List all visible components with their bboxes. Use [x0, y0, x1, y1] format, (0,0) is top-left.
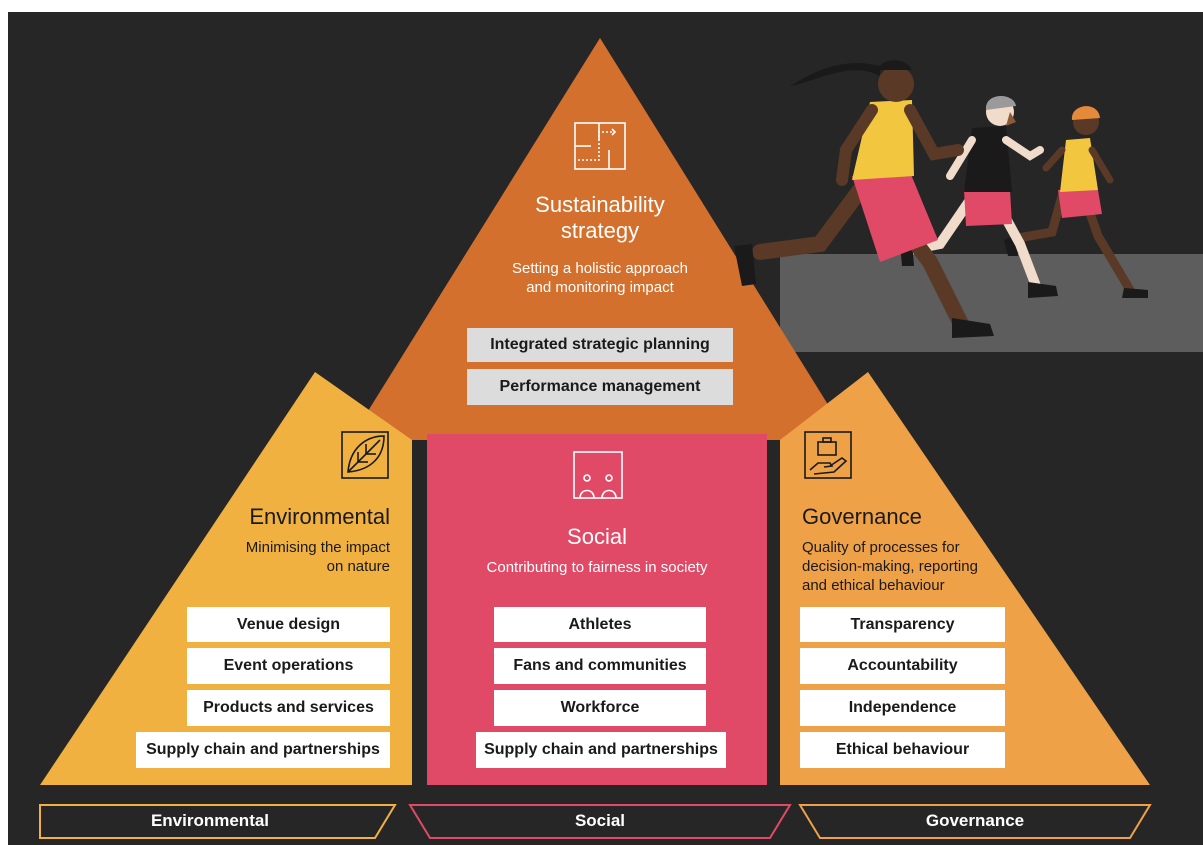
governance-title: Governance: [802, 504, 922, 529]
top-subtitle-line1: Setting a holistic approach: [512, 260, 688, 277]
environmental-title: Environmental: [249, 504, 390, 529]
environmental-item-1: Venue design: [187, 607, 390, 642]
runner-front: [734, 60, 994, 338]
top-title-line2: strategy: [560, 218, 640, 243]
governance-item-4: Ethical behaviour: [800, 732, 1005, 768]
governance-item-2: Accountability: [800, 648, 1005, 684]
top-item-2: Performance management: [467, 369, 733, 405]
tab-social[interactable]: Social: [574, 811, 626, 830]
governance-subtitle-line1: Quality of processes for: [802, 539, 960, 556]
environmental-subtitle-line2: on nature: [326, 558, 390, 575]
tab-environmental-shape: [39, 804, 397, 839]
people-icon: [573, 451, 623, 499]
social-item-4: Supply chain and partnerships: [476, 732, 726, 768]
running-track: [780, 254, 1203, 352]
social-item-1: Athletes: [494, 607, 706, 642]
environmental-item-4: Supply chain and partnerships: [136, 732, 390, 768]
top-subtitle-line2: and monitoring impact: [526, 279, 674, 296]
social-title: Social: [567, 524, 627, 549]
hand-briefcase-icon: [804, 431, 852, 479]
governance-item-3: Independence: [800, 690, 1005, 726]
environmental-item-3: Products and services: [187, 690, 390, 726]
tab-governance[interactable]: Governance: [925, 811, 1025, 830]
strategy-path-icon: [574, 122, 626, 170]
governance-subtitle-line2: decision-making, reporting: [802, 558, 978, 575]
environmental-subtitle-line1: Minimising the impact: [245, 539, 390, 556]
social-item-2: Fans and communities: [494, 648, 706, 684]
top-title-line1: Sustainability: [535, 192, 665, 217]
governance-item-1: Transparency: [800, 607, 1005, 642]
leaf-icon: [341, 431, 389, 479]
environmental-item-2: Event operations: [187, 648, 390, 684]
tab-social-shape: [408, 804, 792, 839]
social-subtitle: Contributing to fairness in society: [486, 559, 708, 576]
tab-governance-shape: [798, 804, 1152, 839]
runner-middle: [900, 95, 1058, 298]
social-item-3: Workforce: [494, 690, 706, 726]
top-item-1: Integrated strategic planning: [467, 328, 733, 362]
tab-environmental[interactable]: Environmental: [150, 811, 270, 830]
governance-subtitle-line3: and ethical behaviour: [802, 577, 945, 594]
runners-illustration: [734, 60, 1148, 338]
